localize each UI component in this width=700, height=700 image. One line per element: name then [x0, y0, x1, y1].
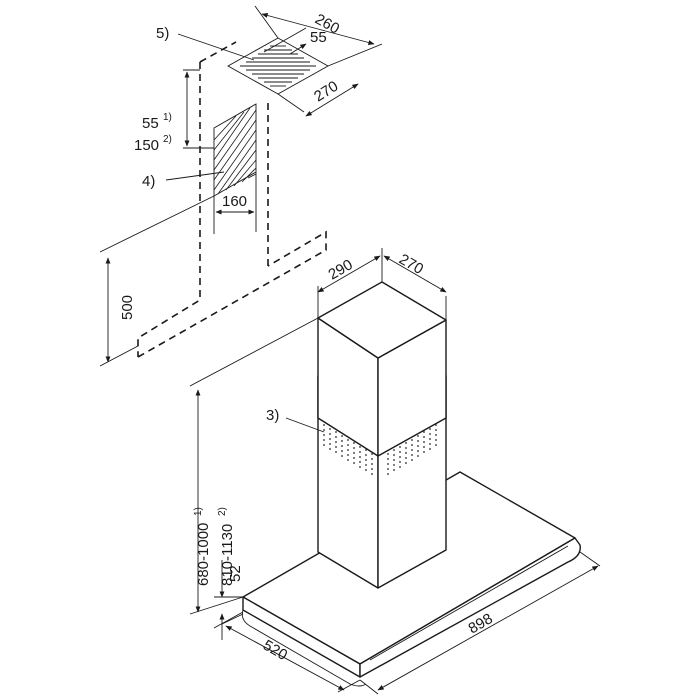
wall-cutout-hatched: [213, 103, 257, 197]
dim-chimney-width: 290: [326, 256, 356, 283]
dim-min-distance: 500: [119, 295, 136, 320]
dimension-lines: [99, 5, 601, 695]
dim-canopy-depth: 520: [260, 637, 290, 664]
dim-chimney-depth: 270: [396, 251, 426, 278]
dim-wall-offset-a: 55: [142, 115, 159, 132]
vent-slots: [323, 424, 437, 478]
dim-canopy-thickness: 52: [227, 565, 244, 582]
dim-duct-top-height: 55: [310, 29, 327, 46]
dim-wall-offset-b-note: 2): [163, 134, 172, 145]
duct-opening-top: [227, 37, 329, 95]
callout-5: 5): [156, 25, 169, 42]
dim-wall-offset-b: 150: [134, 137, 159, 154]
dim-height-b: 810-1130: [219, 524, 236, 586]
callout-3: 3): [266, 407, 279, 424]
callout-4: 4): [142, 173, 155, 190]
dim-wall-offset-a-note: 1): [163, 112, 172, 123]
dim-height-a-note: 1): [193, 507, 204, 516]
dim-height-a: 680-1000: [195, 523, 212, 586]
dim-cutout-width: 160: [222, 193, 247, 210]
dim-duct-top-depth: 270: [311, 78, 341, 106]
dashed-duct-outline: [137, 41, 327, 358]
dim-height-b-note: 2): [217, 507, 228, 516]
callout-leaders: [165, 33, 325, 433]
